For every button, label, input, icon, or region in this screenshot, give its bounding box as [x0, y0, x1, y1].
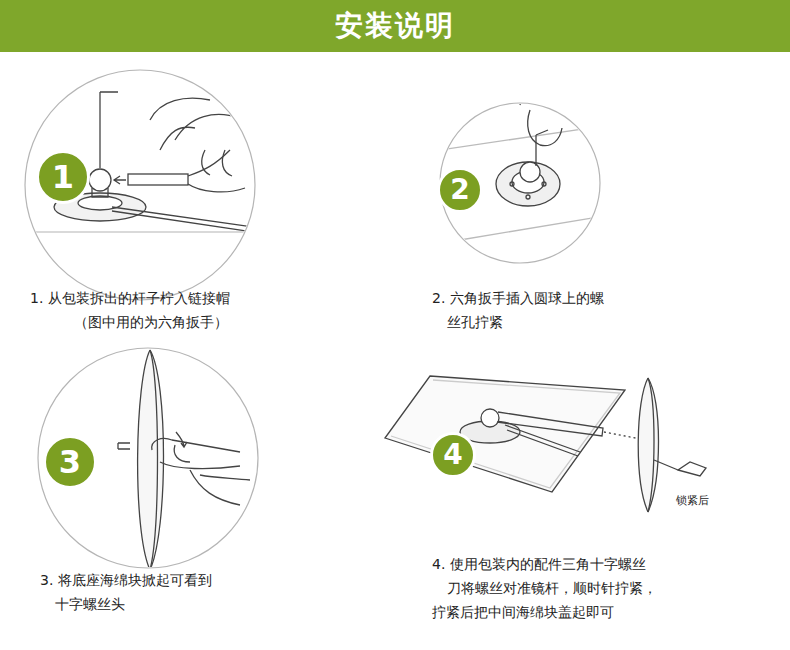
step2-drawing	[440, 93, 610, 240]
callout-number: 3	[43, 435, 97, 489]
callout-number: 4	[430, 432, 476, 478]
step-number: 3	[59, 446, 81, 478]
callout-number: 2	[437, 167, 483, 213]
step-caption: 2. 六角扳手插入圆球上的螺	[432, 290, 604, 307]
step-number: 1	[52, 161, 74, 193]
step-circle	[25, 70, 255, 300]
step-caption: 拧紧后把中间海绵块盖起即可	[432, 604, 614, 621]
step-caption: 4. 使用包装内的配件三角十字螺丝	[432, 556, 646, 573]
step-number: 4	[443, 441, 462, 469]
step4-drawing	[385, 376, 706, 512]
step3-drawing	[118, 350, 250, 570]
step-caption: 十字螺丝头	[55, 596, 125, 613]
part-note: 锁紧后	[676, 494, 709, 507]
step1-drawing	[20, 92, 260, 233]
title: 安装说明	[335, 7, 455, 45]
step-caption: 3. 将底座海绵块掀起可看到	[40, 572, 212, 589]
step-caption: 刀将螺丝对准镜杆，顺时针拧紧，	[447, 580, 657, 597]
callout-number: 1	[36, 150, 90, 204]
step-circle	[440, 103, 600, 263]
step-number: 2	[450, 176, 469, 204]
step-caption: 1. 从包装拆出的杆子柠入链接帽	[30, 290, 230, 307]
title-banner: 安装说明	[0, 0, 790, 52]
step-caption: 丝孔拧紧	[447, 314, 503, 331]
step-caption: （图中用的为六角扳手）	[74, 314, 228, 331]
